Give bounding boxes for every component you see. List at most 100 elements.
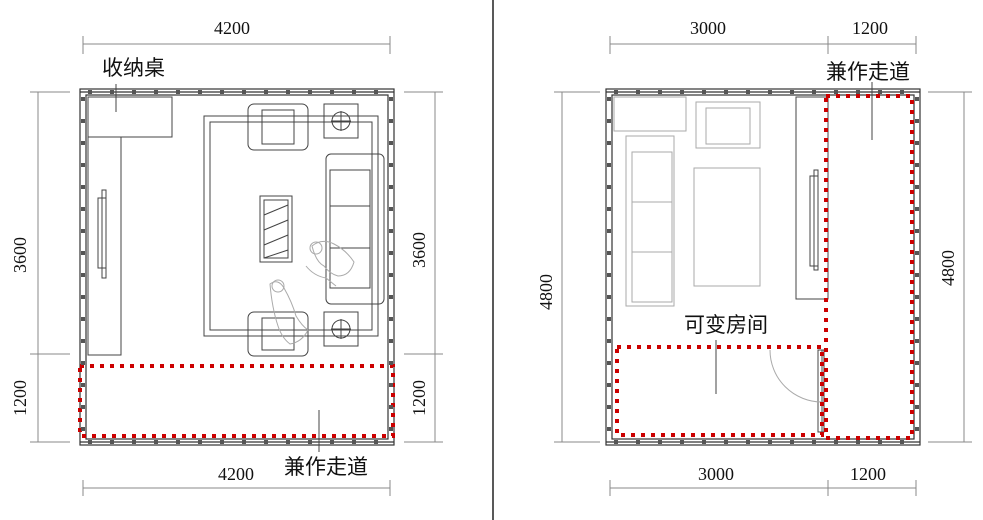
wall-post — [607, 361, 611, 365]
wall-post — [607, 405, 611, 409]
standing-person-figure — [269, 279, 309, 345]
wall-post — [389, 427, 393, 431]
wall-post — [658, 440, 662, 444]
side-table-bottom — [323, 311, 359, 347]
wall-post — [81, 361, 85, 365]
left-walls — [79, 88, 395, 446]
sofa — [325, 153, 385, 305]
seated-person-figure — [305, 240, 355, 287]
right-walls — [605, 88, 921, 446]
wall-post — [220, 440, 224, 444]
wall-post — [915, 207, 919, 211]
wall-post — [915, 339, 919, 343]
wall-post — [81, 317, 85, 321]
wall-post — [389, 383, 393, 387]
wall-post — [242, 90, 246, 94]
wall-post — [915, 185, 919, 189]
wall-post — [746, 440, 750, 444]
wall-post — [81, 273, 85, 277]
wall-post — [81, 339, 85, 343]
wall-post — [264, 440, 268, 444]
wall-post — [389, 163, 393, 167]
wall-post — [389, 185, 393, 189]
variable-room-label: 可变房间 — [684, 313, 768, 337]
wall-post — [680, 90, 684, 94]
wall-post — [768, 440, 772, 444]
wall-post — [834, 90, 838, 94]
wall-post — [389, 361, 393, 365]
wall-post — [878, 90, 882, 94]
wall-post — [389, 207, 393, 211]
left-side-dimension: 3600 1200 — [10, 91, 70, 443]
wall-post — [614, 90, 618, 94]
wall-post — [724, 90, 728, 94]
wall-post — [81, 427, 85, 431]
right-left-height-text: 4800 — [536, 274, 556, 310]
wall-post — [702, 90, 706, 94]
wall-post — [132, 440, 136, 444]
storage-desk-label: 收纳桌 — [102, 56, 165, 80]
wall-post — [856, 90, 860, 94]
wall-post — [812, 440, 816, 444]
left-bottom-width-text: 4200 — [218, 464, 254, 484]
wall-post — [286, 90, 290, 94]
wall-post — [702, 440, 706, 444]
right-furniture — [613, 96, 761, 307]
wall-post — [389, 251, 393, 255]
wall-post — [132, 90, 136, 94]
wall-post-markers — [81, 90, 393, 444]
wall-post — [81, 97, 85, 101]
wall-post — [81, 207, 85, 211]
wall-post — [768, 90, 772, 94]
wall-post — [658, 90, 662, 94]
wall-post — [607, 163, 611, 167]
wall-post — [607, 251, 611, 255]
wall-post — [389, 295, 393, 299]
side-table-top — [323, 103, 359, 139]
wall-post — [198, 440, 202, 444]
wall-post — [352, 440, 356, 444]
wall-post — [680, 440, 684, 444]
left-floor-plan: 4200 4200 3600 1200 3600 1200 — [10, 18, 443, 496]
wall-post — [286, 440, 290, 444]
wall-post — [352, 90, 356, 94]
left-corridor-label: 兼作走道 — [284, 455, 368, 479]
wall-post — [81, 229, 85, 233]
right-plan-left-dimension: 4800 — [536, 91, 600, 443]
right-floor-plan: 3000 1200 3000 1200 4800 4800 — [536, 18, 972, 496]
wall-post — [915, 361, 919, 365]
left-lower-height-text: 1200 — [10, 380, 30, 416]
wall-post-markers — [607, 90, 919, 444]
wall-post — [607, 229, 611, 233]
wall-post — [636, 440, 640, 444]
living-rug — [203, 115, 379, 337]
wall-post — [878, 440, 882, 444]
wall-post — [81, 141, 85, 145]
wall-post — [607, 339, 611, 343]
left-top-width-text: 4200 — [214, 18, 250, 38]
wall-post — [88, 90, 92, 94]
wall-post — [81, 383, 85, 387]
wall-post — [220, 90, 224, 94]
wall-post — [915, 383, 919, 387]
room-door — [769, 349, 825, 433]
left-bottom-dimension: 4200 — [82, 464, 391, 496]
coffee-table — [259, 195, 293, 263]
right-bottom-main-text: 3000 — [698, 464, 734, 484]
wall-post — [81, 119, 85, 123]
right-plan-right-dimension: 4800 — [928, 91, 972, 443]
wall-post — [915, 97, 919, 101]
wall-post — [607, 119, 611, 123]
wall-post — [607, 207, 611, 211]
wall-post — [389, 405, 393, 409]
wall-post — [308, 90, 312, 94]
wall-post — [636, 90, 640, 94]
right-upper-height-text: 3600 — [409, 232, 429, 268]
wall-post — [110, 440, 114, 444]
wall-post — [81, 163, 85, 167]
wall-post — [389, 97, 393, 101]
armchair-top — [247, 103, 309, 151]
wall-post — [607, 97, 611, 101]
wall-post — [812, 90, 816, 94]
